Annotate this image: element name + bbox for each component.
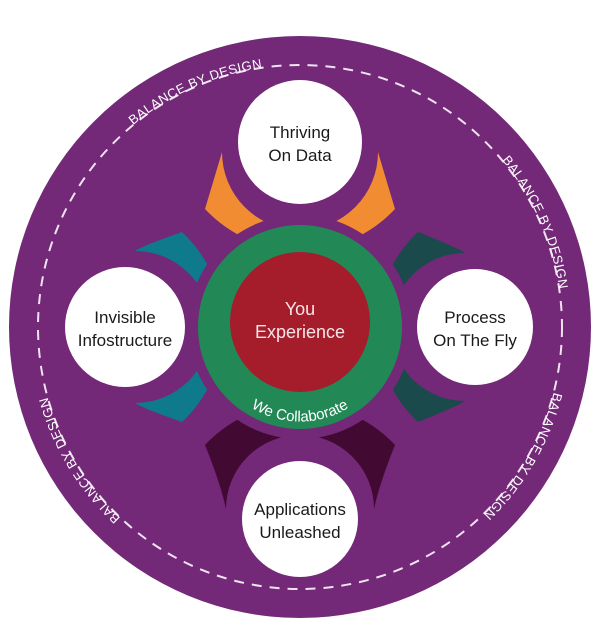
petal-circle-right [417,269,533,385]
petal-label-right-line1: Process [444,308,505,327]
petal-circle-left [65,267,185,387]
dashed-rim [37,64,563,590]
petal-label-left-line1: Invisible [94,308,155,327]
center-label-line1: You [285,299,315,319]
petal-circle-bottom [242,461,358,577]
petal-circle-top [238,80,362,204]
center-label-line2: Experience [255,322,345,342]
petal-label-left-line2: Infostructure [78,331,173,350]
experience-core [230,252,370,392]
petal-label-right-line2: On The Fly [433,331,517,350]
petal-bottom [205,403,395,509]
petal-label-top-line2: On Data [268,146,332,165]
petal-label-bottom-line2: Unleashed [259,523,340,542]
petal-label-top-line1: Thriving [270,123,330,142]
petal-label-bottom-line1: Applications [254,500,346,519]
